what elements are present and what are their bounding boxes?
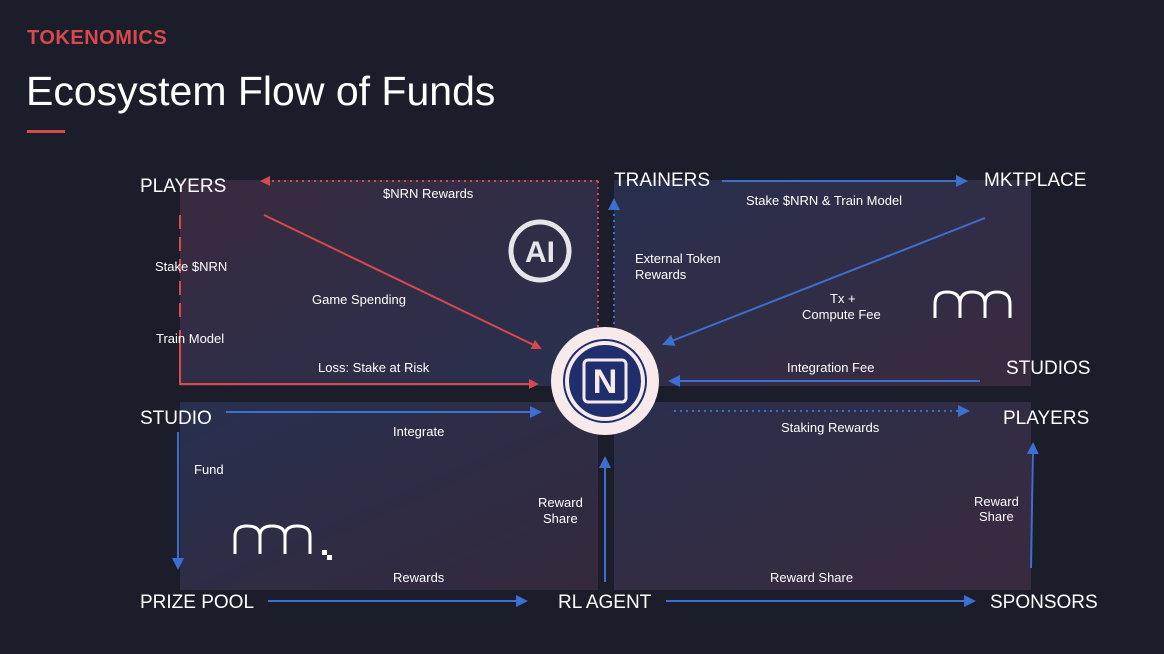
label-train-model: Train Model <box>156 331 225 346</box>
label-reward-share-right-line1: Reward <box>974 494 1019 509</box>
node-players-top: PLAYERS <box>140 176 227 197</box>
label-reward-share-left-line2: Share <box>543 511 578 526</box>
ai-logo-icon: AI <box>508 219 572 283</box>
title-underline <box>27 130 65 133</box>
svg-text:N: N <box>593 363 618 401</box>
label-fund: Fund <box>194 462 224 477</box>
label-reward-share-right-line2: Share <box>979 509 1014 524</box>
node-players-right: PLAYERS <box>1003 408 1090 429</box>
label-reward-share-bottom: Reward Share <box>770 570 854 585</box>
label-tx-line1: Tx + <box>830 291 856 306</box>
arrow-tx-compute-fee <box>662 217 986 346</box>
label-stake-train-model: Stake $NRN & Train Model <box>746 193 903 208</box>
label-tx-line2: Compute Fee <box>802 307 881 322</box>
brand-glyph-icon-right <box>933 290 1012 318</box>
label-external-token-line2: Rewards <box>635 267 687 282</box>
label-rewards: Rewards <box>393 570 445 585</box>
page-title: Ecosystem Flow of Funds <box>26 68 496 114</box>
brand-glyph-icon-left <box>233 524 312 554</box>
node-studios: STUDIOS <box>1006 358 1091 379</box>
panel-top-left <box>180 180 598 386</box>
node-sponsors: SPONSORS <box>990 592 1098 613</box>
label-loss-stake-at-risk: Loss: Stake at Risk <box>318 360 430 375</box>
panel-bottom-left <box>180 402 598 590</box>
label-nrn-rewards: $NRN Rewards <box>383 186 474 201</box>
pixel-mark-icon <box>322 550 332 560</box>
label-integrate: Integrate <box>393 424 445 439</box>
panel-bottom-right <box>614 402 1031 590</box>
node-prize-pool: PRIZE POOL <box>140 592 255 613</box>
node-trainers: TRAINERS <box>614 170 711 191</box>
section-kicker: TOKENOMICS <box>27 27 168 49</box>
label-game-spending: Game Spending <box>312 292 406 307</box>
arrow-sponsors-to-players <box>1026 442 1039 569</box>
svg-text:AI: AI <box>525 236 555 269</box>
node-studio: STUDIO <box>140 408 212 429</box>
nrn-token-logo-icon: N <box>551 327 659 435</box>
arrow-loss-stake-at-risk <box>179 330 539 389</box>
node-mktplace: MKTPLACE <box>984 170 1087 191</box>
panel-top-right <box>614 180 1031 386</box>
label-reward-share-left-line1: Reward <box>538 495 583 510</box>
arrow-game-spending <box>263 214 542 350</box>
label-external-token-line1: External Token <box>635 251 721 266</box>
label-staking-rewards: Staking Rewards <box>781 420 880 435</box>
label-stake-nrn: Stake $NRN <box>155 259 228 274</box>
label-integration-fee: Integration Fee <box>787 360 875 375</box>
node-rl-agent: RL AGENT <box>558 592 652 613</box>
